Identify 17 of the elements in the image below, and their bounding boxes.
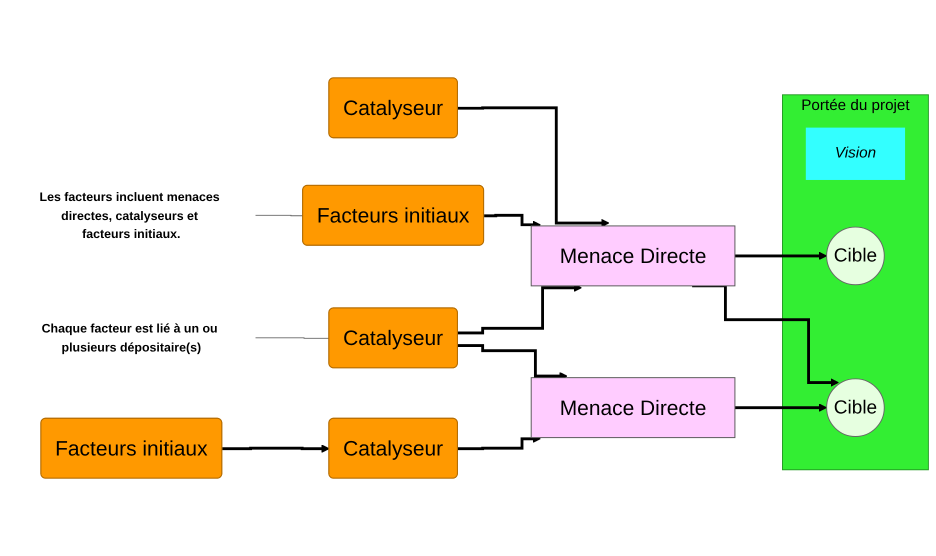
arrow [734, 252, 827, 260]
arrow [458, 106, 610, 228]
node-circle: Cible [826, 378, 885, 437]
arrow [692, 284, 839, 387]
node-box: Menace Directe [530, 225, 736, 286]
node-text: Les facteurs incluent menaces directes, catalyseurs et facteurs initiaux. [40, 189, 220, 241]
arrow [458, 284, 582, 334]
connector [254, 214, 304, 216]
arrow [222, 444, 330, 453]
arrow [484, 214, 541, 229]
arrow [458, 434, 541, 450]
node-text: Chaque facteur est lié à un ou plusieurs dépositaire(s) [42, 321, 218, 354]
node-box: Menace Directe [530, 377, 736, 438]
node-circle: Cible [826, 226, 885, 286]
connector [254, 337, 330, 339]
arrow [734, 403, 827, 412]
node-box: Vision [806, 128, 906, 180]
